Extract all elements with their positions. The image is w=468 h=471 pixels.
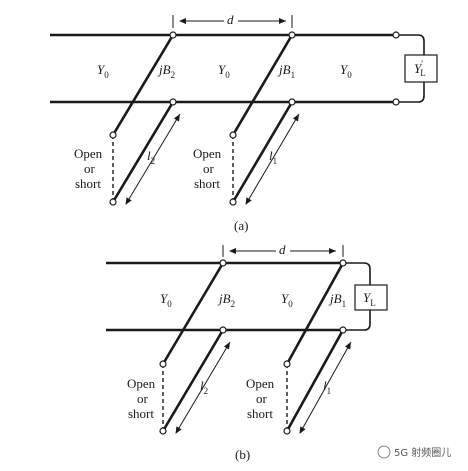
stub-a2-term-line3: short <box>75 176 101 191</box>
load-a-box <box>404 54 438 83</box>
stub-a1-term-line1: Open <box>193 146 222 161</box>
length-a2-label: l2 <box>147 148 155 166</box>
admittance-a-mid: Y0 <box>218 62 230 80</box>
stub-b2-term-line1: Open <box>127 376 156 391</box>
length-b1-label: l1 <box>323 378 331 396</box>
spacing-b-label: d <box>279 242 286 257</box>
admittance-b-mid: Y0 <box>281 291 293 309</box>
stub-a2-upper <box>111 34 175 136</box>
stub-b2-upper <box>161 262 225 365</box>
stub-a1-lower <box>231 101 294 203</box>
spacing-a-label: d <box>227 12 234 27</box>
length-a1-arrow <box>245 113 300 205</box>
stub-b1-term-line2: or <box>256 391 268 406</box>
node-b1 <box>219 259 227 267</box>
spacing-b-label-bg <box>276 242 290 256</box>
stub-b2-term-line3: short <box>128 406 154 421</box>
figure-b: YL d Y0 Y0 jB2 jB1 Open or short Open or… <box>106 242 388 462</box>
load-a-wire <box>396 34 425 55</box>
caption-b: (b) <box>235 447 250 462</box>
node-b4 <box>339 326 347 334</box>
spacing-a-label-bg <box>224 12 238 26</box>
node-a7 <box>109 131 117 139</box>
node-a8 <box>109 198 117 206</box>
admittance-a-left: Y0 <box>97 62 109 80</box>
node-b6 <box>159 427 167 435</box>
watermark: 5G 射频圈儿 <box>377 445 451 459</box>
node-a4 <box>288 98 296 106</box>
caption-a: (a) <box>234 218 248 233</box>
length-b2-label: l2 <box>200 378 208 396</box>
stub-a2-lower <box>111 101 175 203</box>
stub-b2-lower <box>161 329 225 432</box>
stub-a1-term-line2: or <box>203 161 215 176</box>
stub-a1-upper <box>231 34 294 136</box>
stub-b2-term-line2: or <box>137 391 149 406</box>
stub-a2-term-line1: Open <box>74 146 103 161</box>
length-a1-label: l1 <box>269 148 277 166</box>
watermark-text: 5G 射频圈儿 <box>394 446 451 459</box>
node-a1 <box>169 31 177 39</box>
admittance-a-right: Y0 <box>340 62 352 80</box>
susceptance-b-2: jB2 <box>217 291 235 309</box>
node-a10 <box>229 198 237 206</box>
stub-a2-term-line2: or <box>84 161 96 176</box>
watermark-icon <box>377 445 391 459</box>
length-b1-arrow <box>299 341 352 434</box>
susceptance-b-1: jB1 <box>328 291 346 309</box>
node-a5 <box>392 31 400 39</box>
node-a2 <box>288 31 296 39</box>
length-a2-arrow <box>125 113 181 205</box>
load-b-wire <box>343 262 371 285</box>
node-b3 <box>219 326 227 334</box>
stub-b1-upper <box>285 262 345 365</box>
figure-a: Y′L d Y0 Y0 Y0 jB2 jB1 Open or <box>50 12 438 233</box>
node-b7 <box>283 360 291 368</box>
load-b-label: YL <box>363 290 376 308</box>
stub-b1-lower <box>285 329 345 432</box>
node-b8 <box>283 427 291 435</box>
node-a6 <box>392 98 400 106</box>
susceptance-a-2: jB2 <box>157 62 175 80</box>
susceptance-a-1: jB1 <box>277 62 295 80</box>
node-b2 <box>339 259 347 267</box>
load-b-wire-bottom <box>343 310 371 331</box>
node-a3 <box>169 98 177 106</box>
stub-b1-term-line3: short <box>247 406 273 421</box>
node-a9 <box>229 131 237 139</box>
stub-a1-term-line3: short <box>194 176 220 191</box>
load-a-wire-bottom <box>396 82 425 103</box>
admittance-b-left: Y0 <box>160 291 172 309</box>
stub-b1-term-line1: Open <box>246 376 275 391</box>
load-b-box <box>354 284 388 311</box>
load-a-label: Y′L <box>414 59 426 78</box>
length-b2-arrow <box>175 341 231 434</box>
node-b5 <box>159 360 167 368</box>
